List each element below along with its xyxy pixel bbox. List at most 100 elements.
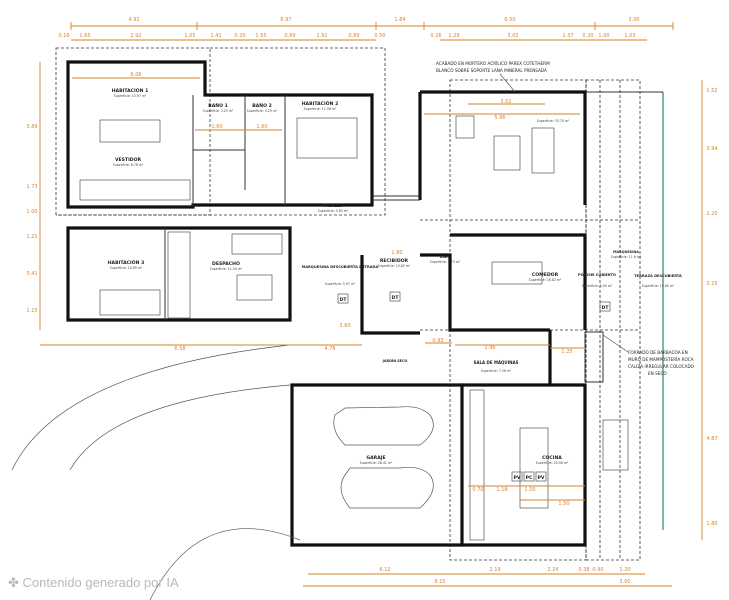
kitchen-island — [519, 427, 549, 509]
label: 3.60 — [339, 323, 350, 329]
interior-dimensions: 6.06 1.60 1.60 3.02 5.96 6.58 4.76 0.93 … — [40, 72, 585, 507]
label: 0.90 — [592, 567, 603, 573]
label: DT — [392, 295, 400, 301]
outdoor-table — [602, 419, 629, 471]
dim-label: 1.03 — [624, 33, 635, 39]
label: 1.80 — [391, 250, 402, 256]
room-name: PORCHE CUBIERTO — [578, 273, 616, 277]
label: 1.60 — [211, 124, 222, 130]
label: 1.15 — [26, 308, 37, 314]
room-surface: Superficie: 3.25 m² — [247, 109, 278, 113]
dim-label: 1.29 — [448, 33, 459, 39]
dim-label: 6.50 — [504, 17, 515, 23]
dim-label: 1.05 — [184, 33, 195, 39]
shelves — [167, 231, 191, 319]
room-surface: Superficie: 5.00 m² — [582, 284, 613, 288]
dim-label: 4.92 — [128, 17, 139, 23]
room-surface: Superficie: 11.50 m² — [210, 267, 243, 271]
room-surface: Superficie: 7.36 m² — [481, 369, 512, 373]
dim-label: 1.00 — [598, 33, 609, 39]
room-name: COCINA — [542, 455, 562, 461]
furniture-tags: DT DT DT PV PC PV — [337, 291, 611, 482]
label: 5.96 — [494, 115, 505, 121]
room-surface: Superficie: 11.6 m² — [611, 255, 642, 259]
label: 4.76 — [324, 346, 335, 352]
watermark-text: Contenido generado por IA — [22, 575, 179, 590]
dim-label: 6.97 — [280, 17, 291, 23]
annotations: ACABADO EN MORTERO ACRÍLICO PAREX COTETH… — [436, 61, 695, 376]
dim-label: 1.84 — [394, 17, 405, 23]
room-surface: Superficie: 13.97 m² — [114, 94, 147, 98]
label: 4.87 — [706, 436, 717, 442]
desk — [236, 274, 273, 301]
room-surface: Superficie: 2.73 m² — [430, 260, 461, 264]
furniture — [79, 115, 629, 541]
room-labels: HABITACIÓN 1 Superficie: 13.97 m² VESTID… — [108, 87, 682, 465]
label: 6.06 — [130, 72, 141, 78]
stone-note: MURO DE MAMPOSTERÍA ROCA — [628, 357, 694, 362]
dim-label: 0.69 — [284, 33, 295, 39]
room-surface: Superficie: 28.41 m² — [360, 461, 393, 465]
room-name: HABITACIÓN 3 — [108, 259, 145, 266]
room-name: JARDÍN SECO — [382, 358, 408, 363]
room-name: VESTIDOR — [115, 157, 142, 163]
dim-label: 1.92 — [316, 33, 327, 39]
dim-label: 0.16 — [58, 33, 69, 39]
facade-note: ACABADO EN MORTERO ACRÍLICO PAREX COTETH… — [436, 61, 550, 66]
bed — [99, 289, 161, 316]
room-name: SALA DE MÁQUINAS — [474, 360, 519, 365]
dim-label: 1.55 — [255, 33, 266, 39]
dim-label: 1.65 — [79, 33, 90, 39]
room-surface: Superficie: 10.82 m² — [378, 264, 411, 268]
walls — [66, 60, 604, 547]
label: 1.80 — [706, 521, 717, 527]
room-surface: Superficie: 10.95 m² — [110, 266, 143, 270]
label: 1.52 — [706, 88, 717, 94]
label: 2.19 — [489, 567, 500, 573]
label: 3.25 — [706, 281, 717, 287]
label: 1.25 — [561, 349, 572, 355]
room-name: BAÑO 2 — [252, 102, 272, 109]
room-name: PASILLO — [322, 203, 343, 209]
room-name: MARQUESINA — [613, 250, 639, 254]
dim-label: 0.26 — [430, 33, 441, 39]
label: 3.00 — [619, 579, 630, 585]
label: 1.50 — [558, 501, 569, 507]
room-name: TERRAZA DESCUBIERTA — [634, 274, 682, 278]
dim-label: 1.41 — [210, 33, 221, 39]
right-dimensions: 1.52 3.94 1.20 3.25 4.87 1.80 — [701, 80, 718, 540]
room-surface: Superficie: 8.76 m² — [113, 163, 144, 167]
label: 1.18 — [496, 487, 507, 493]
label: DT — [602, 305, 610, 311]
label: 1.60 — [256, 124, 267, 130]
dining-table — [491, 261, 543, 285]
kitchen-counter — [469, 389, 485, 541]
stone-note: FORRADO DE BARBACOA EN — [628, 350, 688, 355]
room-name: HABITACIÓN 1 — [112, 87, 149, 94]
coffee-table — [493, 135, 521, 171]
label: 0.38 — [578, 567, 589, 573]
barbecue — [584, 331, 604, 383]
stone-note: EN SECO — [648, 371, 667, 376]
room-name: GARAJE — [366, 455, 385, 461]
room-surface: Superficie: 3.25 m² — [203, 109, 234, 113]
sofa — [231, 233, 283, 255]
wardrobe — [79, 179, 191, 201]
label: DT — [340, 297, 348, 303]
dim-label: 0.20 — [234, 33, 245, 39]
ai-watermark: ✤ Contenido generado por IA — [8, 575, 179, 590]
label: PV — [514, 475, 521, 481]
label: 9.15 — [434, 579, 445, 585]
label: PC — [526, 475, 533, 481]
dim-label: 2.92 — [130, 33, 141, 39]
room-name: BAÑO 1 — [208, 102, 228, 109]
room-name: RECIBIDOR — [380, 258, 409, 264]
room-surface: Superficie: 5.97 m² — [325, 282, 356, 286]
room-name: ASEO — [440, 255, 450, 259]
label: 1.00 — [524, 487, 535, 493]
label: PV — [538, 475, 545, 481]
label: 6.12 — [379, 567, 390, 573]
room-name: COMEDOR — [532, 272, 559, 278]
room-surface: Superficie: 25.56 m² — [536, 461, 569, 465]
